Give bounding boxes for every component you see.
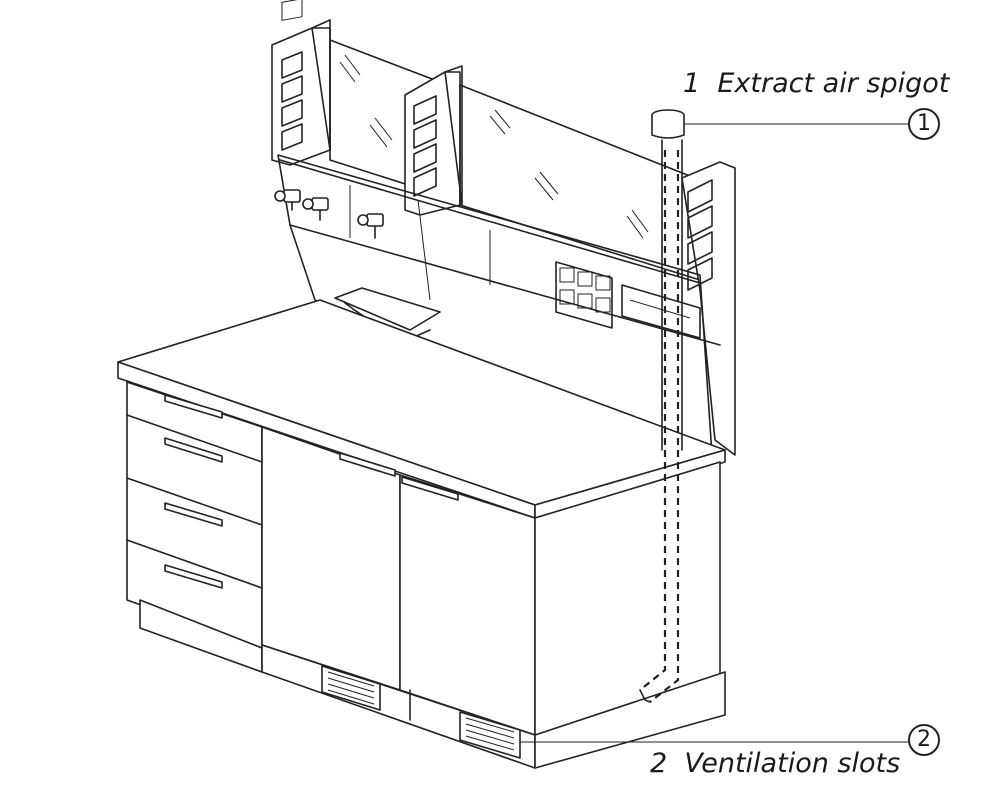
drawer-unit [126,381,263,673]
callout-marker-1: 1 [908,108,940,140]
right-post-openings [687,179,713,291]
ventilation-slots [321,665,521,759]
callout-label-2: 2 Ventilation slots [650,748,900,779]
left-post-openings [281,51,303,151]
socket-panel [555,261,701,339]
upper-frame [271,0,736,456]
door-cabinets [261,426,726,769]
callout-number-2: 2 [650,748,668,779]
extract-duct-path [639,150,680,703]
callout-text-1: Extract air spigot [717,68,950,99]
callout-number-1: 1 [683,68,701,99]
extract-air-spigot [651,109,685,451]
drawer-handles [164,394,223,589]
gas-taps [274,189,384,239]
callout-label-1: 1 Extract air spigot [683,68,949,99]
callout-marker-2: 2 [908,724,940,756]
middle-post-openings [413,95,437,197]
callout-text-2: Ventilation slots [684,748,901,779]
